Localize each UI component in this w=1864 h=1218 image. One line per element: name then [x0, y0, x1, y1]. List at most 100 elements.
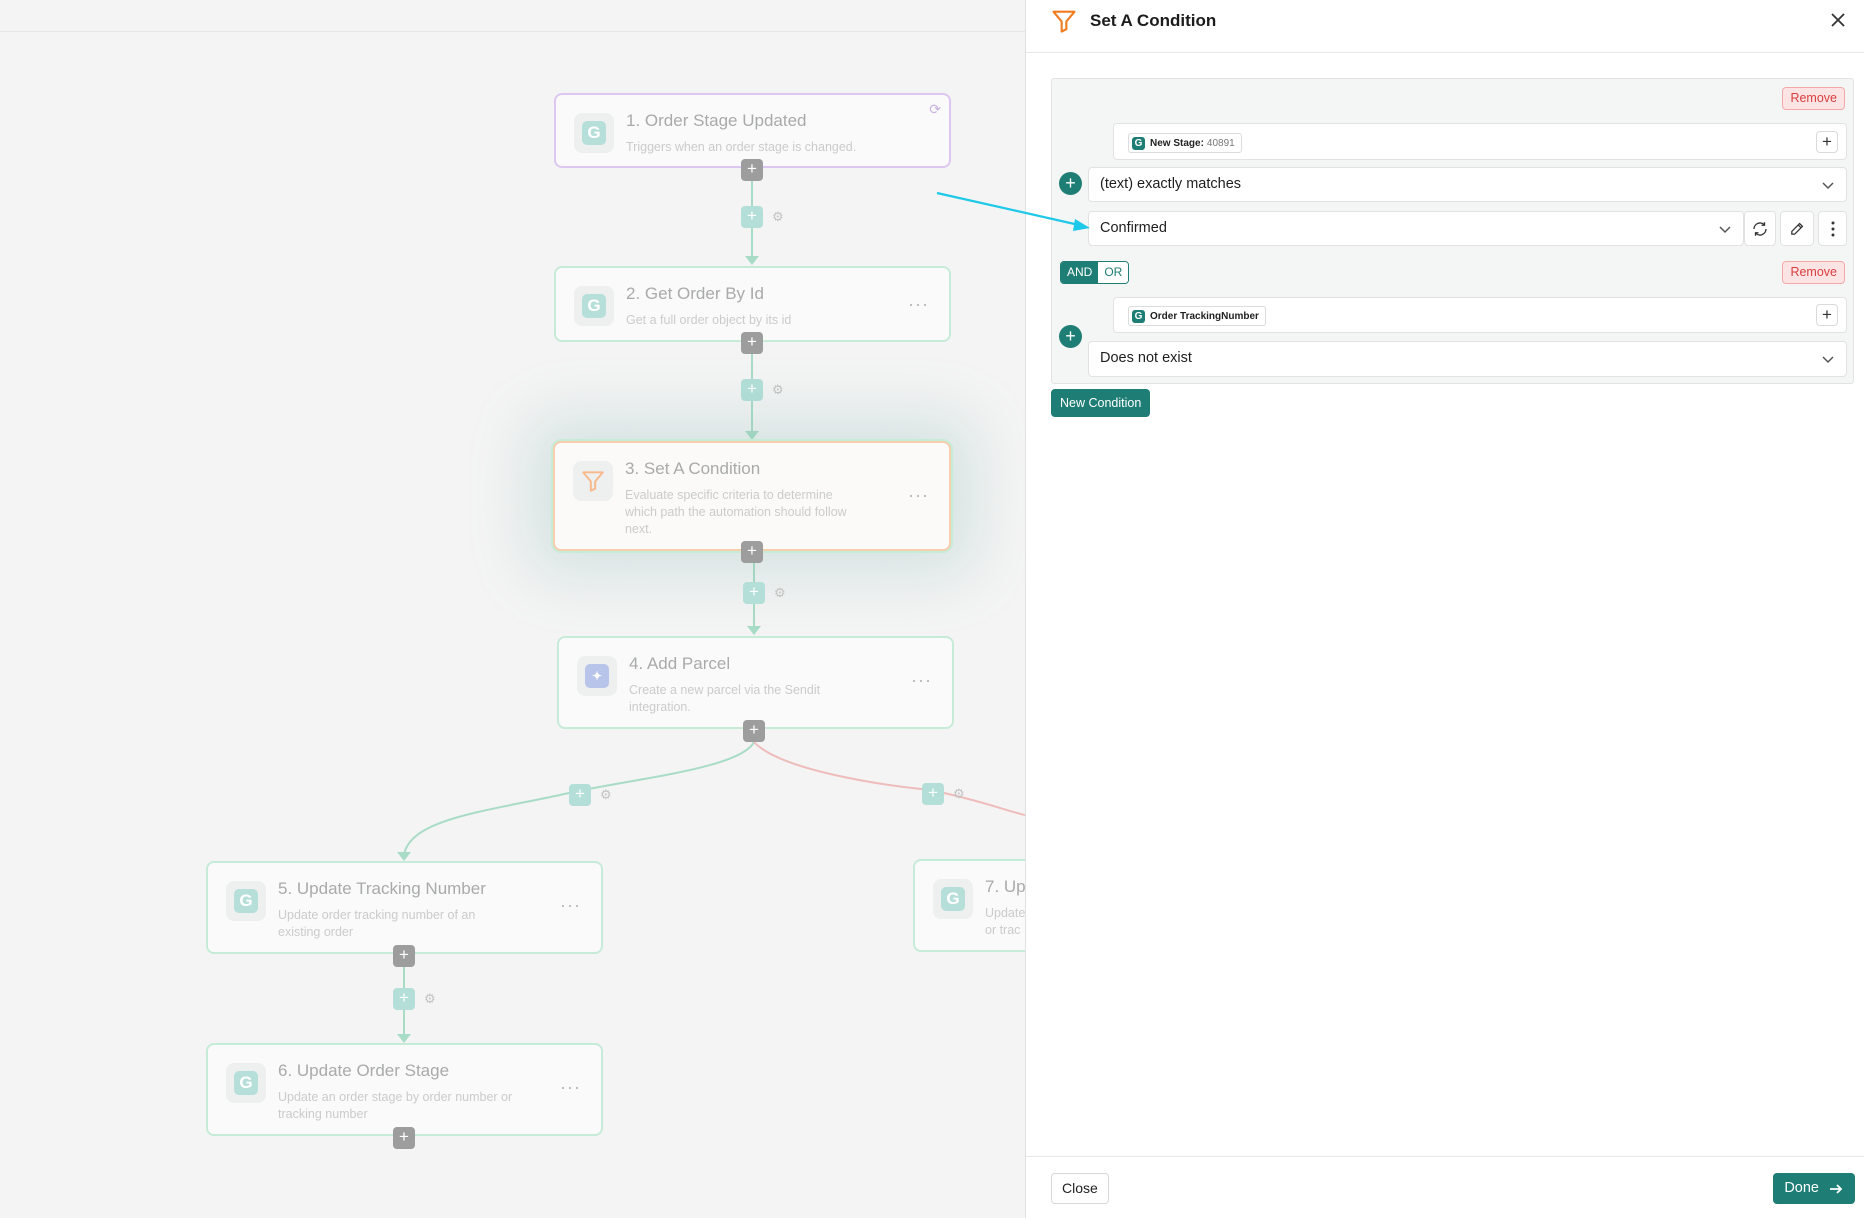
variable-field[interactable]: G Order TrackingNumber +: [1113, 297, 1847, 333]
arrowhead: [397, 1034, 411, 1043]
gear-icon[interactable]: ⚙: [424, 991, 436, 1006]
node-description: Update order tracking number of an exist…: [278, 908, 476, 939]
arrowhead: [747, 626, 761, 635]
gear-icon[interactable]: ⚙: [600, 787, 612, 802]
or-option[interactable]: OR: [1098, 262, 1129, 283]
node-description: Get a full order object by its id: [626, 313, 792, 327]
operator-select[interactable]: Does not exist: [1088, 341, 1847, 377]
google-g-icon: G: [1132, 309, 1145, 323]
gear-icon[interactable]: ⚙: [774, 585, 786, 600]
node-menu-button[interactable]: ···: [560, 895, 581, 915]
workflow-canvas[interactable]: G 1. Order Stage Updated Triggers when a…: [0, 0, 1025, 1218]
funnel-icon: [1052, 10, 1076, 33]
operator-select[interactable]: (text) exactly matches: [1088, 167, 1847, 202]
google-g-icon: G: [226, 881, 266, 921]
variable-chip[interactable]: G New Stage: 40891: [1128, 133, 1242, 153]
canvas-top-divider: [0, 31, 1025, 32]
add-step-button[interactable]: +: [569, 784, 591, 806]
google-g-icon: G: [1132, 136, 1145, 150]
done-button-label: Done: [1784, 1180, 1819, 1196]
node-description: Update or trac: [985, 906, 1025, 937]
google-g-icon: G: [933, 879, 973, 919]
workflow-node-5[interactable]: G 5. Update Tracking Number Update order…: [206, 861, 603, 954]
gear-icon[interactable]: ⚙: [772, 382, 784, 397]
node-title: 6. Update Order Stage: [278, 1061, 450, 1080]
chevron-down-icon: [1719, 226, 1731, 234]
close-button[interactable]: Close: [1051, 1173, 1109, 1204]
node-menu-button[interactable]: ···: [908, 485, 929, 505]
vertical-dots-icon: [1831, 221, 1835, 237]
node-menu-button[interactable]: ···: [908, 294, 929, 314]
edit-button[interactable]: [1780, 211, 1814, 246]
add-subcondition-button[interactable]: +: [1059, 325, 1082, 348]
add-step-button[interactable]: +: [741, 159, 763, 181]
edge-4-5: [403, 741, 755, 856]
node-description: Create a new parcel via the Sendit integ…: [629, 683, 821, 714]
google-g-icon: G: [226, 1063, 266, 1103]
add-subcondition-button[interactable]: +: [1059, 172, 1082, 195]
workflow-node-6[interactable]: G 6. Update Order Stage Update an order …: [206, 1043, 603, 1136]
variable-chip-label: Order TrackingNumber: [1150, 310, 1259, 322]
refresh-button[interactable]: [1744, 211, 1776, 246]
funnel-icon: [573, 461, 613, 501]
remove-condition-button[interactable]: Remove: [1782, 261, 1845, 284]
operator-value: (text) exactly matches: [1100, 176, 1242, 192]
node-title: 4. Add Parcel: [629, 654, 731, 673]
node-title: 2. Get Order By Id: [626, 284, 764, 303]
add-step-button[interactable]: +: [393, 945, 415, 967]
google-g-icon: G: [574, 286, 614, 326]
close-icon[interactable]: [1826, 8, 1850, 32]
node-description: Evaluate specific criteria to determine …: [625, 488, 847, 536]
chevron-down-icon: [1822, 182, 1834, 190]
new-condition-button[interactable]: New Condition: [1051, 389, 1151, 417]
node-description: Update an order stage by order number or…: [278, 1090, 513, 1121]
workflow-node-2[interactable]: G 2. Get Order By Id Get a full order ob…: [554, 266, 951, 342]
workflow-node-3[interactable]: 3. Set A Condition Evaluate specific cri…: [553, 441, 951, 551]
node-menu-button[interactable]: ···: [560, 1077, 581, 1097]
node-title: 5. Update Tracking Number: [278, 879, 486, 898]
arrowhead: [745, 431, 759, 440]
condition-group: Remove G New Stage: 40891 + + (text) exa…: [1051, 78, 1854, 384]
add-step-button[interactable]: +: [393, 988, 415, 1010]
done-button[interactable]: Done: [1773, 1173, 1855, 1204]
and-option[interactable]: AND: [1061, 262, 1099, 283]
add-step-button[interactable]: +: [922, 783, 944, 805]
more-options-button[interactable]: [1818, 211, 1847, 246]
variable-chip-label: New Stage:: [1150, 137, 1204, 149]
chevron-down-icon: [1822, 356, 1834, 364]
gear-icon[interactable]: ⚙: [953, 786, 965, 801]
variable-chip[interactable]: G Order TrackingNumber: [1128, 306, 1266, 326]
add-step-button[interactable]: +: [741, 332, 763, 354]
node-menu-button[interactable]: ···: [911, 670, 932, 690]
gear-icon[interactable]: ⚙: [772, 209, 784, 224]
value-text: Confirmed: [1100, 220, 1167, 236]
workflow-node-1[interactable]: G 1. Order Stage Updated Triggers when a…: [554, 93, 951, 168]
panel-footer: Close Done: [1026, 1156, 1864, 1218]
workflow-node-7[interactable]: G 7. Upd Update or trac: [913, 859, 1025, 952]
arrow-right-icon: [1830, 1183, 1843, 1194]
remove-condition-button[interactable]: Remove: [1782, 87, 1845, 110]
add-step-button[interactable]: +: [741, 541, 763, 563]
edge-4-7: [753, 741, 1025, 816]
node-title: 1. Order Stage Updated: [626, 111, 807, 130]
add-step-button[interactable]: +: [743, 720, 765, 742]
add-step-button[interactable]: +: [741, 206, 763, 228]
add-step-button[interactable]: +: [741, 379, 763, 401]
variable-chip-value: 40891: [1206, 137, 1235, 149]
add-step-button[interactable]: +: [393, 1127, 415, 1149]
condition-panel: Set A Condition Remove G New Stage: 4089…: [1025, 0, 1864, 1218]
logic-toggle[interactable]: AND OR: [1060, 261, 1130, 284]
workflow-node-4[interactable]: ✦ 4. Add Parcel Create a new parcel via …: [557, 636, 954, 729]
google-g-icon: G: [574, 113, 614, 153]
node-title: 7. Upd: [985, 877, 1025, 896]
refresh-icon: [1753, 222, 1767, 236]
operator-value: Does not exist: [1100, 350, 1192, 366]
value-select[interactable]: Confirmed: [1088, 211, 1744, 246]
add-variable-button[interactable]: +: [1816, 304, 1838, 326]
add-step-button[interactable]: +: [743, 582, 765, 604]
panel-header: Set A Condition: [1026, 0, 1864, 53]
variable-field[interactable]: G New Stage: 40891 +: [1113, 123, 1847, 160]
panel-title: Set A Condition: [1090, 11, 1217, 30]
arrowhead: [745, 256, 759, 265]
add-variable-button[interactable]: +: [1816, 131, 1838, 153]
